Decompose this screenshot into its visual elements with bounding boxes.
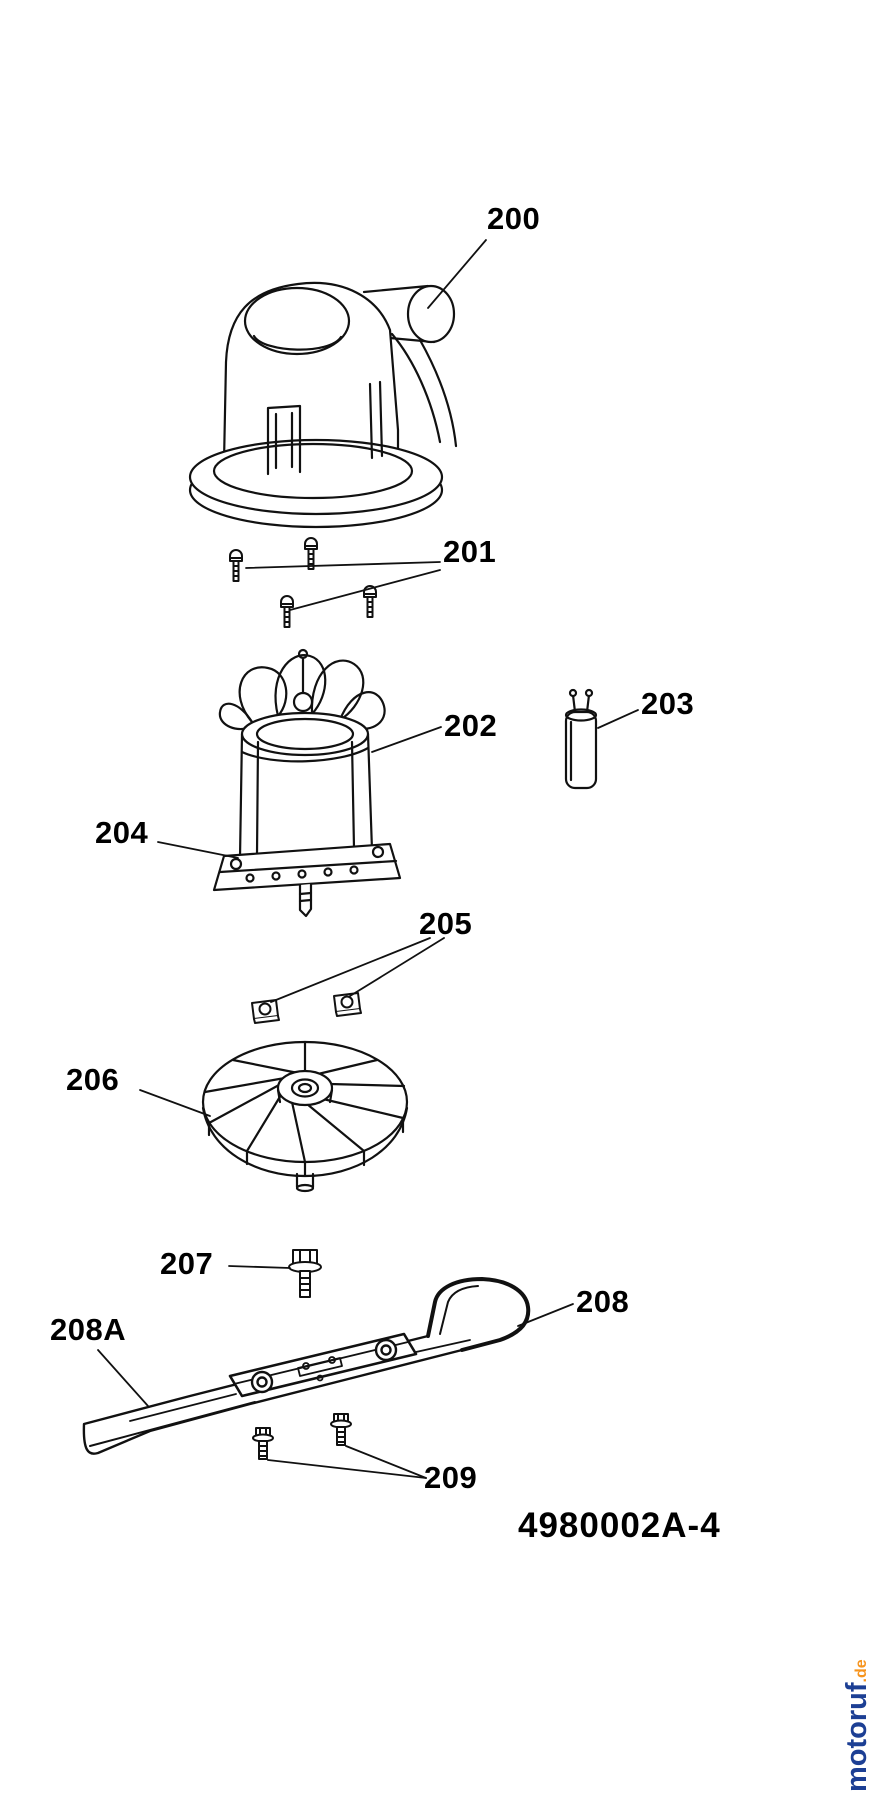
leader-line-208A [97,1349,149,1407]
part-label-206: 206 [66,1062,120,1097]
mower-blade-drawing [82,1277,531,1455]
part-label-207: 207 [160,1246,214,1281]
leader-line-204 [157,841,239,859]
capacitor-drawing [564,688,598,790]
part-label-209: 209 [424,1460,478,1495]
drawing-number: 4980002A-4 [518,1506,721,1545]
watermark-main-text: motoruf [841,1682,873,1792]
blade-screws-drawing [252,1413,352,1460]
blade-bolt-drawing [288,1249,322,1298]
part-label-203: 203 [641,686,695,721]
part-label-208: 208 [576,1284,630,1319]
leader-line-203 [597,709,639,729]
leader-line-200 [427,239,487,309]
leader-line-209 [267,1445,427,1479]
leader-line-207 [228,1265,291,1269]
part-label-200: 200 [487,201,541,236]
leader-line-201 [245,561,441,611]
part-label-201: 201 [443,534,497,569]
housing-screws-drawing [229,537,377,628]
part-label-202: 202 [444,708,498,743]
watermark-motoruf: motoruf.de [841,1572,873,1792]
part-label-205: 205 [419,906,473,941]
part-label-208A: 208A [50,1312,127,1347]
leader-line-206 [139,1089,211,1117]
part-label-204: 204 [95,815,149,850]
square-nuts-drawing [251,992,362,1024]
leader-line-202 [371,726,442,753]
leader-line-205 [270,937,445,1003]
leader-line-208 [517,1303,574,1327]
watermark-suffix-text: .de [853,1659,870,1683]
motor-housing-drawing [188,281,458,529]
electric-motor-drawing [212,648,402,918]
fan-impeller-drawing [201,1040,409,1193]
